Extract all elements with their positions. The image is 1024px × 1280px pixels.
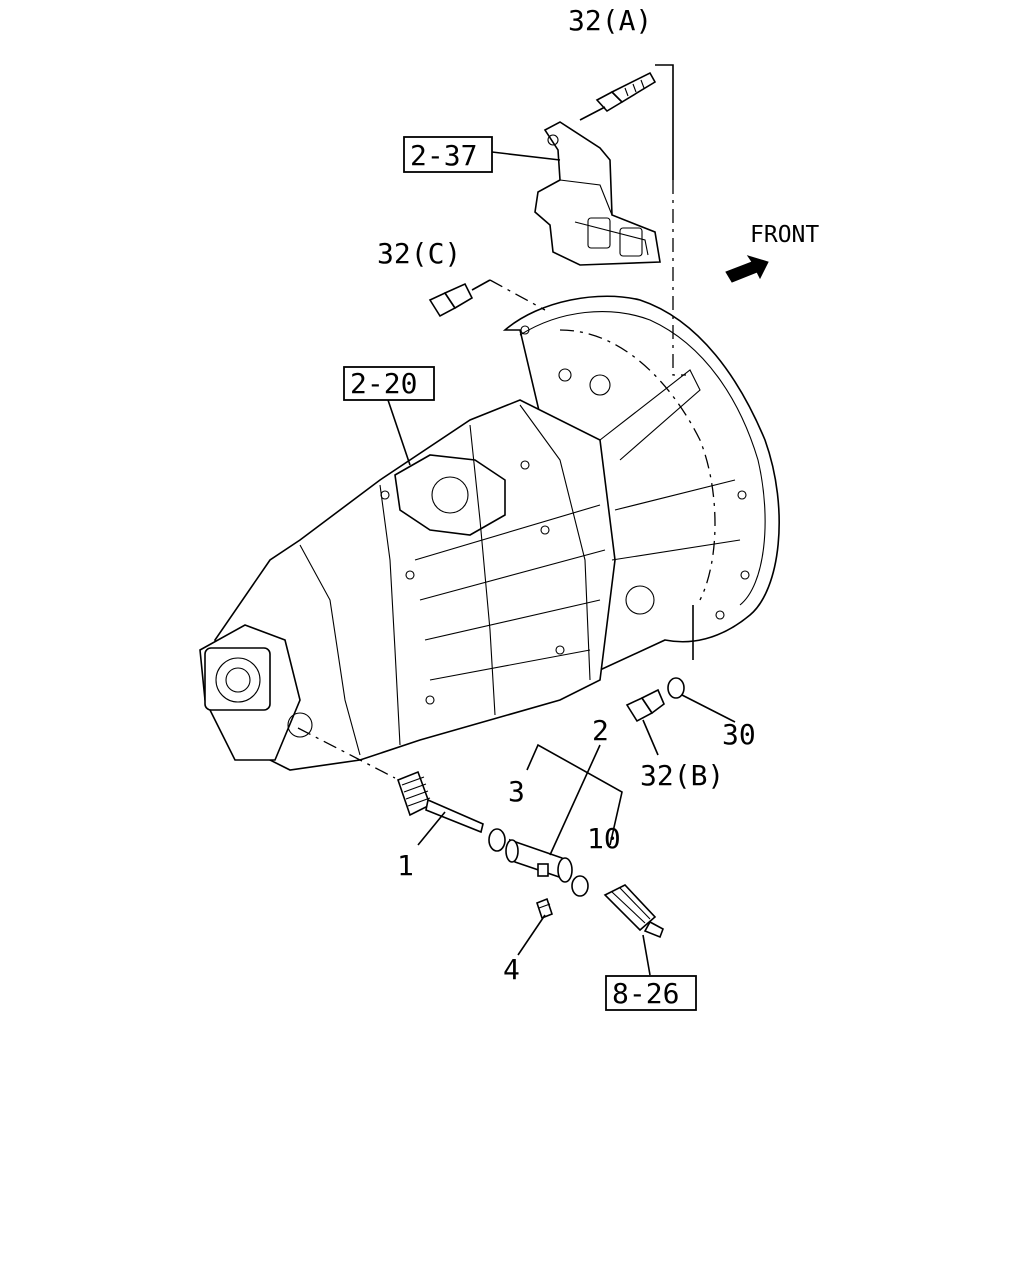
speed-sensor (603, 884, 664, 939)
label-part-1: 1 (397, 849, 414, 882)
label-part-10: 10 (587, 822, 621, 855)
bolt-32a (595, 71, 657, 113)
bolt-32c (428, 282, 474, 318)
o-ring-10 (571, 875, 589, 897)
label-part-32b: 32(B) (640, 759, 724, 792)
label-front: FRONT (750, 222, 819, 248)
ref-box-2-37 (403, 136, 493, 173)
label-part-4: 4 (503, 953, 520, 986)
label-part-32c: 32(C) (377, 237, 461, 270)
label-part-30: 30 (722, 718, 756, 751)
ref-box-2-20 (343, 366, 435, 401)
o-ring-3 (488, 828, 506, 852)
label-ref-2-37: 2-37 (410, 139, 477, 172)
sleeve-2 (505, 838, 573, 883)
driven-gear-1 (396, 770, 484, 834)
transmission-housing (199, 295, 780, 771)
bracket (534, 121, 661, 266)
label-ref-8-26: 8-26 (612, 977, 679, 1010)
label-part-2: 2 (592, 714, 609, 747)
label-part-32a: 32(A) (568, 4, 652, 37)
bolt-4 (536, 897, 553, 920)
front-arrow-icon (725, 255, 769, 283)
washer-30 (667, 677, 685, 699)
label-part-3: 3 (508, 775, 525, 808)
label-ref-2-20: 2-20 (350, 367, 417, 400)
ref-box-8-26 (605, 975, 697, 1011)
bolt-32b (625, 688, 665, 723)
leader-lines (297, 64, 736, 976)
